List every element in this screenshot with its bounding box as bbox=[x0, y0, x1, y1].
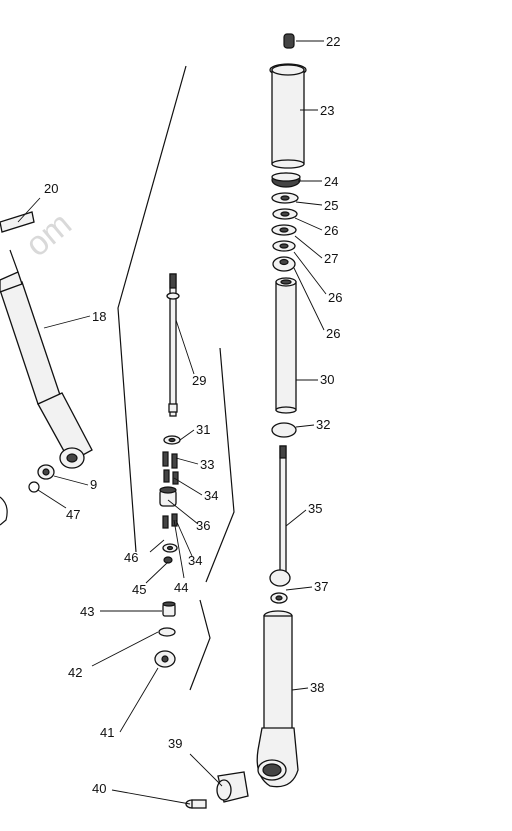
callout-26-c: 26 bbox=[326, 326, 340, 341]
callout-47: 47 bbox=[66, 507, 80, 522]
callout-32: 32 bbox=[316, 417, 330, 432]
callout-29: 29 bbox=[192, 373, 206, 388]
callout-labels: 22 23 24 25 26 27 26 26 30 32 35 37 38 3… bbox=[44, 34, 342, 796]
separator-line-bottom bbox=[189, 599, 211, 691]
separator-line-upper bbox=[117, 65, 187, 553]
callout-36: 36 bbox=[196, 518, 210, 533]
callout-31: 31 bbox=[196, 422, 210, 437]
separator-line-lower bbox=[205, 347, 235, 583]
callout-35: 35 bbox=[308, 501, 322, 516]
callout-23: 23 bbox=[320, 103, 334, 118]
callout-45: 45 bbox=[132, 582, 146, 597]
fork-tube-assembly bbox=[185, 33, 307, 809]
callout-9: 9 bbox=[90, 477, 97, 492]
callout-41: 41 bbox=[100, 725, 114, 740]
callout-34-a: 34 bbox=[188, 553, 202, 568]
callout-18: 18 bbox=[92, 309, 106, 324]
callout-27: 27 bbox=[324, 251, 338, 266]
callout-33: 33 bbox=[200, 457, 214, 472]
piston-rod-stack bbox=[154, 273, 181, 668]
callout-24: 24 bbox=[324, 174, 338, 189]
leader-lines bbox=[17, 40, 327, 805]
callout-42: 42 bbox=[68, 665, 82, 680]
callout-25: 25 bbox=[324, 198, 338, 213]
callout-37: 37 bbox=[314, 579, 328, 594]
callout-46: 46 bbox=[124, 550, 138, 565]
callout-26-b: 26 bbox=[328, 290, 342, 305]
callout-26-a: 26 bbox=[324, 223, 338, 238]
callout-39: 39 bbox=[168, 736, 182, 751]
callout-22: 22 bbox=[326, 34, 340, 49]
callout-20: 20 bbox=[44, 181, 58, 196]
callout-34-b: 34 bbox=[204, 488, 218, 503]
callout-43: 43 bbox=[80, 604, 94, 619]
shock-absorber-assembly bbox=[0, 211, 93, 526]
callout-40: 40 bbox=[92, 781, 106, 796]
callout-38: 38 bbox=[310, 680, 324, 695]
callout-30: 30 bbox=[320, 372, 334, 387]
callout-44: 44 bbox=[174, 580, 188, 595]
